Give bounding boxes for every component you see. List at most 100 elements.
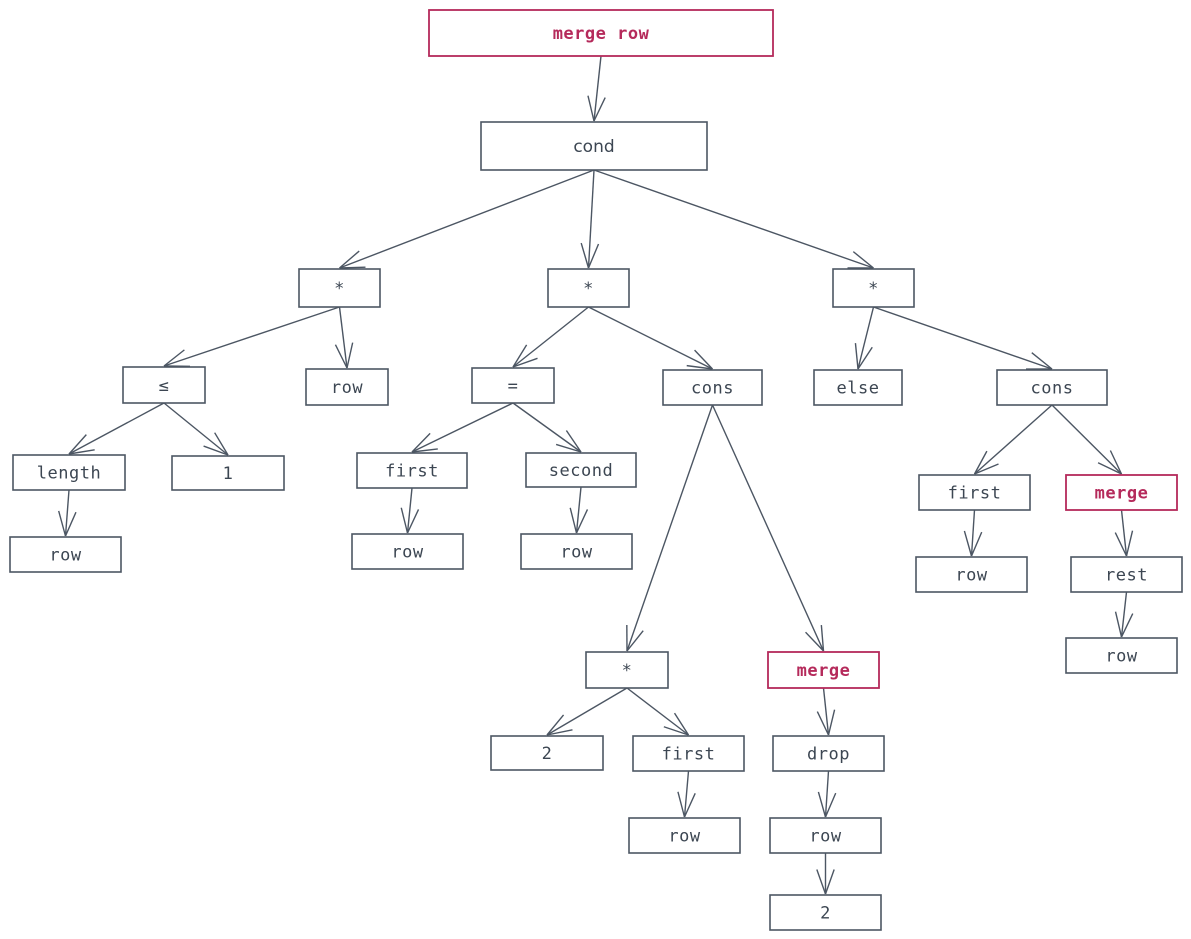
node-label: row <box>809 827 841 847</box>
node-box[interactable] <box>915 556 1028 593</box>
tree-edge <box>68 402 165 455</box>
node-label: 2 <box>542 744 553 764</box>
tree-node-≤[interactable]: ≤ <box>122 366 206 404</box>
edges-layer <box>57 55 1134 895</box>
node-box[interactable] <box>769 894 882 931</box>
node-box[interactable] <box>490 735 604 771</box>
node-label: ≤ <box>159 376 170 396</box>
node-box[interactable] <box>1065 637 1178 674</box>
node-box[interactable] <box>769 817 882 854</box>
tree-edge <box>546 687 628 736</box>
tree-edge <box>569 486 589 534</box>
tree-node-else[interactable]: else <box>813 369 903 406</box>
node-label: row <box>49 546 81 566</box>
node-label: * <box>622 661 633 681</box>
tree-node-row[interactable]: row <box>915 556 1028 593</box>
node-box[interactable] <box>632 735 745 772</box>
tree-edge <box>873 306 1053 370</box>
node-label: rest <box>1105 566 1148 586</box>
node-label: cons <box>1031 379 1074 399</box>
tree-node-*[interactable]: * <box>547 268 630 308</box>
node-label: merge <box>1095 484 1149 504</box>
node-label: cond <box>573 137 614 157</box>
tree-edge <box>816 853 835 895</box>
node-label: 2 <box>820 904 831 924</box>
tree-node-row[interactable]: row <box>305 368 389 406</box>
node-box[interactable] <box>832 268 915 308</box>
node-box[interactable] <box>767 651 880 689</box>
node-box[interactable] <box>428 9 774 57</box>
node-box[interactable] <box>351 533 464 570</box>
node-label: first <box>385 462 439 482</box>
tree-node-rest[interactable]: rest <box>1070 556 1183 593</box>
node-box[interactable] <box>480 121 708 171</box>
tree-edge <box>588 306 714 370</box>
node-label: merge row <box>553 24 650 44</box>
tree-node-2[interactable]: 2 <box>769 894 882 931</box>
node-box[interactable] <box>1070 556 1183 593</box>
node-label: * <box>868 279 879 299</box>
tree-node-row[interactable]: row <box>1065 637 1178 674</box>
tree-node-merge[interactable]: merge <box>1065 474 1178 511</box>
tree-edge <box>1114 591 1134 638</box>
tree-node-row[interactable]: row <box>9 536 122 573</box>
node-box[interactable] <box>585 651 669 689</box>
tree-node-row[interactable]: row <box>769 817 882 854</box>
node-box[interactable] <box>471 367 555 404</box>
tree-node-length[interactable]: length <box>12 454 126 491</box>
tree-node-row[interactable]: row <box>628 817 741 854</box>
node-label: row <box>955 566 987 586</box>
node-box[interactable] <box>520 533 633 570</box>
node-label: else <box>837 379 880 399</box>
tree-edge <box>973 404 1053 475</box>
tree-node-first[interactable]: first <box>918 474 1031 511</box>
node-label: = <box>508 377 519 397</box>
tree-node-*[interactable]: * <box>585 651 669 689</box>
node-box[interactable] <box>171 455 285 491</box>
node-box[interactable] <box>122 366 206 404</box>
node-label: second <box>549 461 613 481</box>
tree-node-cond[interactable]: cond <box>480 121 708 171</box>
tree-edge <box>512 306 589 368</box>
tree-node-*[interactable]: * <box>832 268 915 308</box>
tree-node-2[interactable]: 2 <box>490 735 604 771</box>
tree-node-first[interactable]: first <box>356 452 468 489</box>
node-box[interactable] <box>1065 474 1178 511</box>
tree-node-first[interactable]: first <box>632 735 745 772</box>
node-box[interactable] <box>996 369 1108 406</box>
tree-node-=[interactable]: = <box>471 367 555 404</box>
tree-node-merge-row[interactable]: merge row <box>428 9 774 57</box>
node-label: drop <box>807 745 850 765</box>
tree-edge <box>587 55 606 122</box>
node-label: row <box>1105 647 1137 667</box>
node-box[interactable] <box>525 452 637 488</box>
tree-edge <box>400 487 420 534</box>
node-box[interactable] <box>547 268 630 308</box>
tree-node-cons[interactable]: cons <box>662 369 763 406</box>
tree-node-*[interactable]: * <box>298 268 381 308</box>
tree-edge <box>580 169 600 269</box>
node-box[interactable] <box>628 817 741 854</box>
tree-node-row[interactable]: row <box>351 533 464 570</box>
node-box[interactable] <box>298 268 381 308</box>
tree-node-second[interactable]: second <box>525 452 637 488</box>
tree-node-merge[interactable]: merge <box>767 651 880 689</box>
tree-node-row[interactable]: row <box>520 533 633 570</box>
node-box[interactable] <box>9 536 122 573</box>
node-box[interactable] <box>918 474 1031 511</box>
tree-edge <box>817 770 837 818</box>
node-box[interactable] <box>662 369 763 406</box>
tree-node-cons[interactable]: cons <box>996 369 1108 406</box>
node-box[interactable] <box>12 454 126 491</box>
tree-edge <box>339 169 595 269</box>
tree-edge <box>963 509 983 557</box>
node-box[interactable] <box>305 368 389 406</box>
node-label: length <box>37 464 101 484</box>
node-box[interactable] <box>813 369 903 406</box>
node-box[interactable] <box>356 452 468 489</box>
tree-edge <box>626 687 690 736</box>
tree-node-drop[interactable]: drop <box>772 735 885 772</box>
tree-node-1[interactable]: 1 <box>171 455 285 491</box>
node-box[interactable] <box>772 735 885 772</box>
